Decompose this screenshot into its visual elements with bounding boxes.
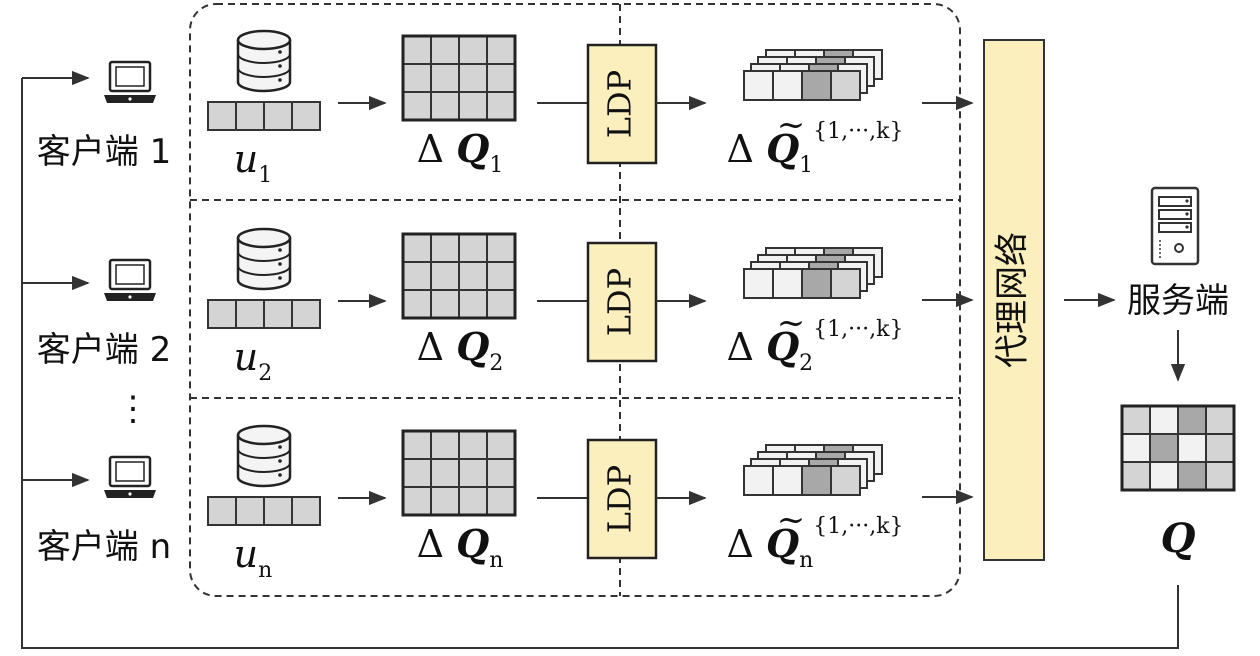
proxy-network-label: 代理网络 xyxy=(993,232,1033,368)
client-label: 客户端 1 xyxy=(37,132,171,172)
client-row-2: 客户端 2 u2 Δ Q2 LDP Δ Q2{1,···,k}~ xyxy=(37,227,904,386)
global-q-cell xyxy=(1205,461,1235,491)
delta-q-matrix xyxy=(401,232,517,320)
global-q-cell xyxy=(1149,433,1179,463)
dashed-client-container xyxy=(189,3,961,597)
database-icon xyxy=(236,29,292,93)
delta-q-matrix xyxy=(401,429,517,517)
client-label: 客户端 n xyxy=(37,527,171,567)
laptop-icon xyxy=(104,60,156,103)
delta-q-label: Δ Qn xyxy=(417,521,504,573)
user-vector xyxy=(207,299,321,329)
perturbed-delta-q-label: Δ Q2{1,···,k} xyxy=(727,317,904,376)
global-q-cell xyxy=(1177,405,1207,435)
ldp-label: LDP xyxy=(601,268,639,336)
delta-q-label: Δ Q1 xyxy=(417,126,504,178)
global-q-cell xyxy=(1205,433,1235,463)
user-vector-label: u2 xyxy=(234,335,272,386)
ldp-label: LDP xyxy=(601,70,639,138)
delta-q-label: Δ Q2 xyxy=(417,324,504,376)
ldp-label: LDP xyxy=(601,465,639,533)
global-q-cell xyxy=(1205,405,1235,435)
client-row-1: 客户端 1 u1 Δ Q1 LDP Δ Q1{1,···,k}~ xyxy=(37,29,904,188)
perturbed-vector-stack xyxy=(743,247,883,299)
user-vector xyxy=(207,496,321,526)
perturbed-delta-q-label: Δ Qn{1,···,k} xyxy=(726,514,903,573)
perturbed-vector-stack xyxy=(743,49,883,101)
global-q-label: Q xyxy=(1161,515,1196,562)
database-icon xyxy=(236,227,292,291)
client-ellipsis: ⋮ xyxy=(116,389,150,429)
database-icon xyxy=(236,424,292,488)
user-vector xyxy=(207,101,321,131)
tilde-mark: ~ xyxy=(777,303,806,343)
global-q-cell xyxy=(1121,461,1151,491)
server-label: 服务端 xyxy=(1127,281,1229,321)
global-q-cell xyxy=(1149,405,1179,435)
perturbed-delta-q-label: Δ Q1{1,···,k} xyxy=(727,119,904,178)
perturbed-vector-stack xyxy=(743,444,883,496)
global-q-cell xyxy=(1177,433,1207,463)
global-q-cell xyxy=(1177,461,1207,491)
feedback-loop-line xyxy=(21,78,1179,649)
user-vector-label: u1 xyxy=(234,137,272,188)
laptop-icon xyxy=(104,258,156,301)
proxy-network-box xyxy=(983,39,1045,561)
user-vector-label: un xyxy=(234,532,273,583)
delta-q-matrix xyxy=(401,34,517,122)
ldp-box xyxy=(586,241,658,363)
laptop-icon xyxy=(104,455,156,498)
global-q-cell xyxy=(1121,405,1151,435)
server-icon xyxy=(1150,186,1200,266)
client-row-3: 客户端 n un Δ Qn LDP Δ Qn{1,···,k}~ xyxy=(37,424,904,583)
global-q-cell xyxy=(1149,461,1179,491)
global-q-matrix xyxy=(1120,404,1236,492)
ldp-box xyxy=(586,438,658,560)
tilde-mark: ~ xyxy=(777,500,806,540)
client-label: 客户端 2 xyxy=(37,330,171,370)
global-q-cell xyxy=(1121,433,1151,463)
tilde-mark: ~ xyxy=(777,105,806,145)
